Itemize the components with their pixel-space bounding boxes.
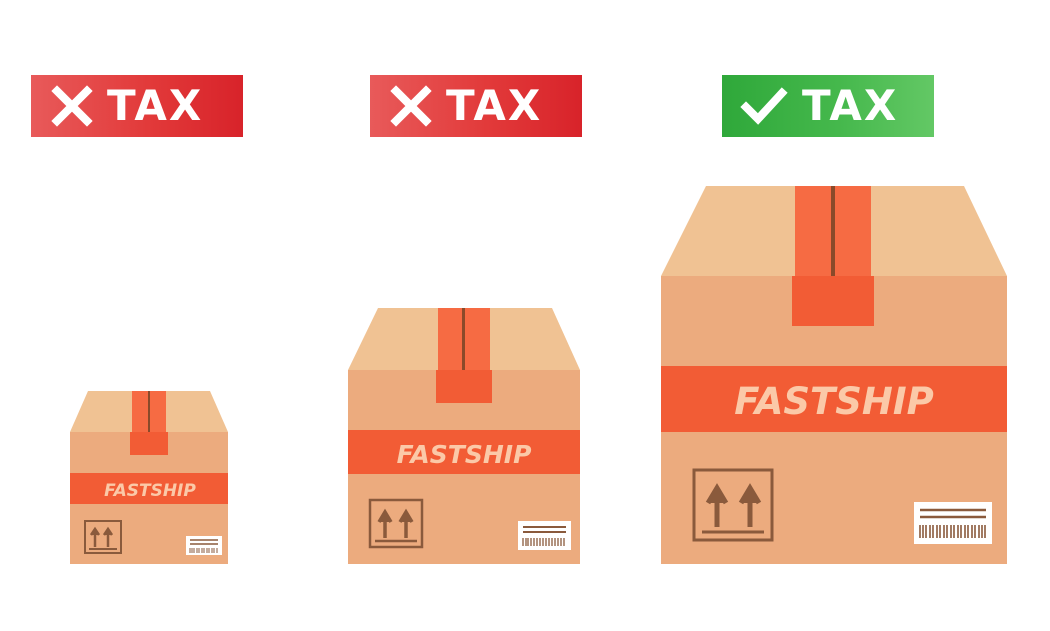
tape-seam xyxy=(148,391,150,432)
barcode-label-icon xyxy=(186,536,222,555)
tax-label: TAX xyxy=(802,81,899,130)
this-side-up-icon xyxy=(692,468,774,542)
brand-logo: FASTSHIP xyxy=(104,481,196,501)
tax-label: TAX xyxy=(107,81,204,130)
check-icon xyxy=(740,87,788,125)
tape-flap xyxy=(130,432,168,455)
tape-seam xyxy=(462,308,465,370)
barcode-label-icon xyxy=(914,502,992,544)
tape-band xyxy=(70,473,228,504)
tax-label: TAX xyxy=(446,81,543,130)
tape-band xyxy=(661,366,1007,432)
box-small: FASTSHIP xyxy=(70,391,228,564)
box-medium: FASTSHIP xyxy=(348,308,580,564)
tape-seam xyxy=(831,186,835,276)
brand-logo: FASTSHIP xyxy=(397,440,532,469)
this-side-up-icon xyxy=(84,520,122,554)
cross-icon xyxy=(51,85,93,127)
tape-flap xyxy=(436,370,492,403)
tax-tag-small: TAX xyxy=(31,75,243,137)
box-large: FASTSHIP xyxy=(661,186,1007,564)
barcode-label-icon xyxy=(518,521,571,550)
tape-flap xyxy=(792,276,874,326)
tax-tag-large: TAX xyxy=(722,75,934,137)
brand-logo: FASTSHIP xyxy=(734,380,934,423)
tax-tag-medium: TAX xyxy=(370,75,582,137)
cross-icon xyxy=(390,85,432,127)
this-side-up-icon xyxy=(368,498,424,549)
tape-band xyxy=(348,430,580,474)
